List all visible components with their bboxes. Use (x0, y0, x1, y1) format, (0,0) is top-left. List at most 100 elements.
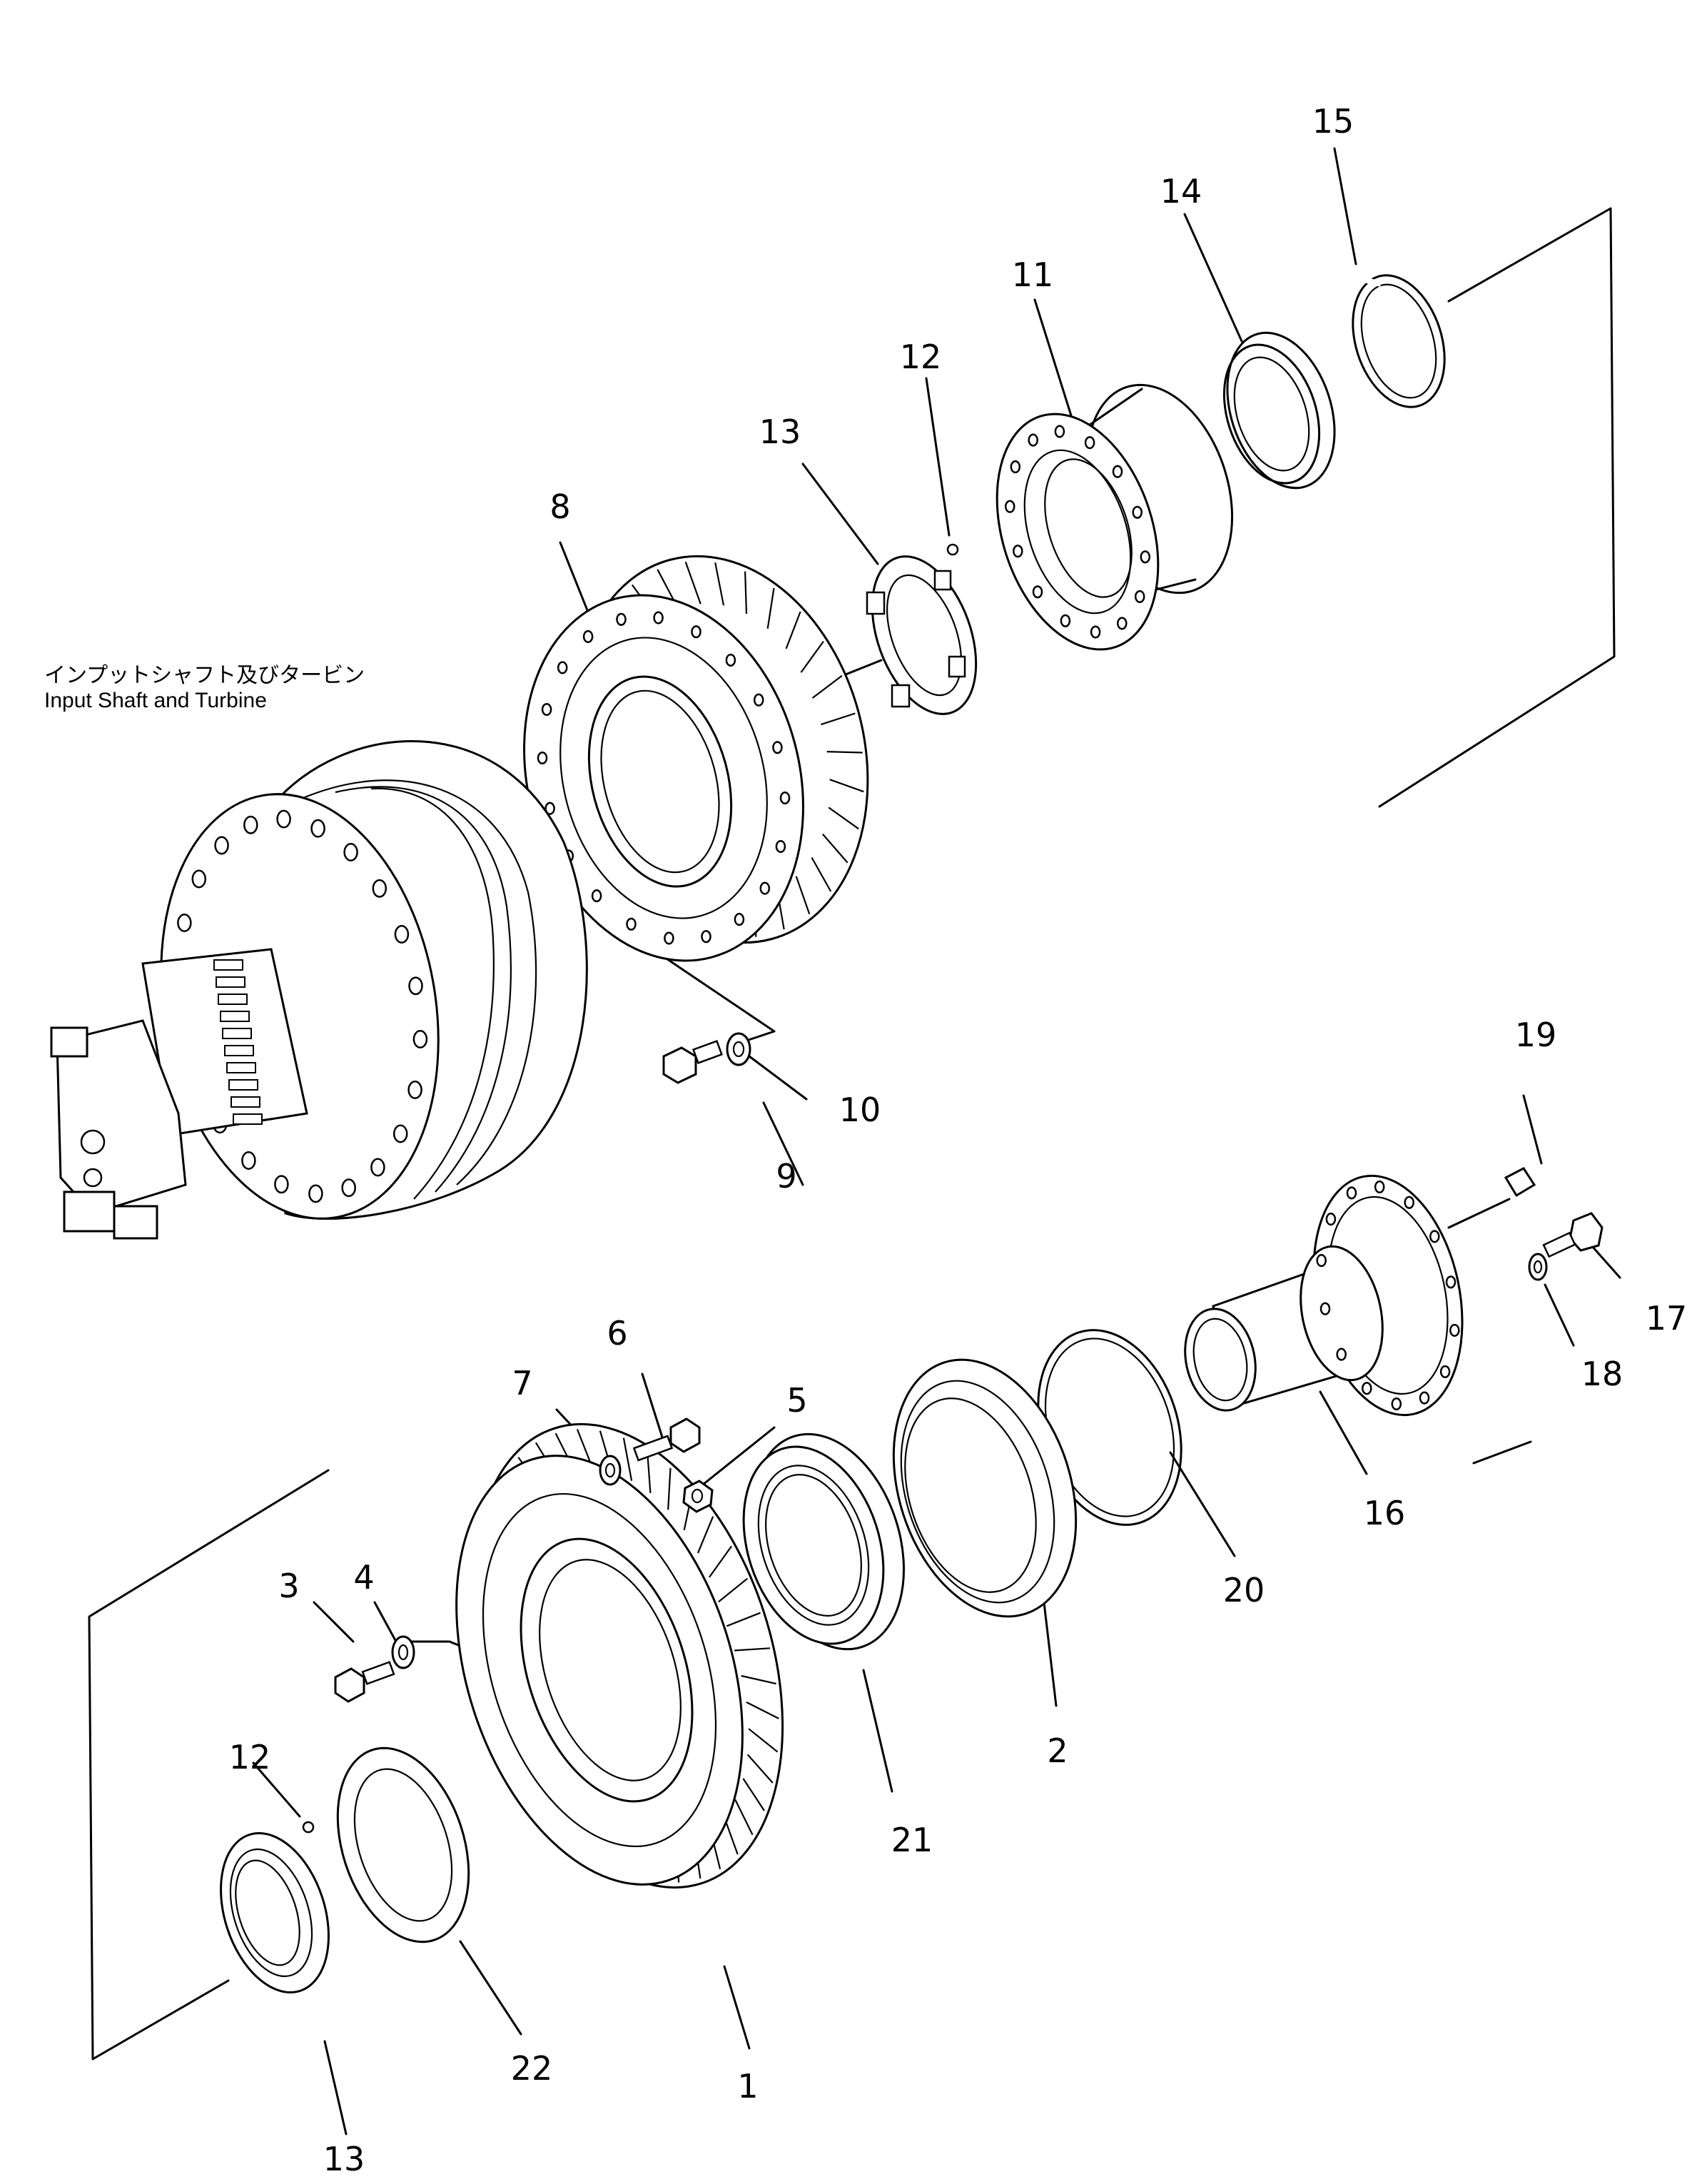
vane (714, 562, 725, 606)
callout-12-bottom: 12 (228, 1738, 271, 1776)
gear-tooth (213, 959, 243, 971)
callout-14: 14 (1160, 172, 1202, 211)
vane (742, 1778, 765, 1811)
vane (829, 779, 864, 793)
wheel-8 (523, 555, 869, 962)
bolt-hole (1374, 1180, 1385, 1194)
vane (746, 1701, 779, 1719)
vane (741, 1674, 776, 1685)
gear-tooth (216, 976, 245, 988)
pin-12-top (946, 543, 959, 556)
bolt-hole (557, 661, 568, 674)
lock-nut-13-top (866, 555, 978, 715)
vane (795, 876, 811, 914)
callout-12-top: 12 (899, 338, 942, 376)
callout-21: 21 (891, 1821, 933, 1859)
callout-1: 1 (737, 2067, 759, 2105)
callout-7: 7 (512, 1364, 533, 1402)
vane (828, 807, 859, 830)
vane (811, 674, 843, 699)
bolt-hole (1004, 500, 1015, 513)
bolt-hole (343, 843, 358, 861)
bolt-hole (341, 1178, 356, 1198)
bolt-hole (241, 1151, 256, 1170)
washer-18 (1528, 1253, 1548, 1281)
gear-tooth (218, 994, 248, 1005)
bolt-hole (1054, 425, 1065, 438)
vane (811, 856, 832, 892)
gear-tooth (226, 1062, 256, 1073)
bolt-hole (544, 802, 555, 815)
vane (785, 611, 801, 649)
vane (766, 587, 775, 629)
gear-tooth (231, 1096, 260, 1108)
vane (667, 1467, 672, 1510)
callout-20: 20 (1222, 1571, 1265, 1609)
bolt-hole (1439, 1365, 1451, 1378)
bearing-21 (742, 1432, 905, 1651)
bolt-hole (276, 809, 291, 829)
bolt-hole (370, 1158, 385, 1177)
bolt-hole (591, 889, 602, 903)
washer-10 (726, 1032, 751, 1066)
lock-nut-13-bottom (220, 1832, 330, 1993)
bolt-hole (582, 630, 594, 643)
vane (709, 1545, 732, 1578)
vane (821, 712, 856, 726)
callout-2: 2 (1047, 1731, 1068, 1770)
callout-18: 18 (1581, 1355, 1623, 1393)
bolt-hole (1404, 1195, 1414, 1209)
gear-tooth (220, 1011, 250, 1022)
bolt-hole (1346, 1186, 1357, 1200)
bolt-hole (191, 869, 207, 889)
vane (746, 1754, 774, 1784)
callout-9: 9 (776, 1157, 797, 1195)
bolt-hole (1316, 1254, 1327, 1268)
bolt-hole (1112, 465, 1123, 478)
bolt-hole (734, 913, 745, 926)
bolt-hole (214, 836, 229, 855)
bolt-hole (243, 815, 258, 834)
bolt-hole (1013, 545, 1023, 558)
bolt-hole (725, 653, 736, 667)
carrier-2 (892, 1358, 1078, 1618)
bolt-hole (1325, 1213, 1337, 1226)
bolt-hole (775, 839, 786, 854)
flange-sleeve-11 (996, 383, 1234, 651)
bolt-hole (753, 693, 764, 707)
callout-15: 15 (1312, 102, 1354, 141)
bolt-hole (408, 976, 423, 996)
callout-5: 5 (786, 1381, 808, 1420)
bolt-hole (1134, 590, 1145, 603)
bolt-hole (1084, 436, 1095, 450)
callout-11: 11 (1011, 256, 1054, 294)
pin-12-bottom (302, 1821, 315, 1834)
bolt-hole (310, 819, 325, 838)
bolt-hole (177, 914, 192, 932)
callout-17: 17 (1645, 1299, 1688, 1338)
bolt-hole (1090, 625, 1101, 639)
washer-4 (391, 1635, 415, 1669)
bolt-hole (772, 741, 783, 754)
vane (821, 833, 848, 864)
callout-22: 22 (510, 2049, 553, 2088)
bolt-3 (334, 1661, 395, 1703)
bolt-hole (1132, 505, 1143, 519)
callout-6: 6 (607, 1314, 628, 1353)
bolt-hole (1362, 1382, 1372, 1395)
vane (622, 1437, 633, 1481)
vane (696, 1516, 714, 1554)
bolt-hole (274, 1175, 289, 1194)
vane (748, 1728, 779, 1753)
bolt-hole (1391, 1397, 1402, 1411)
impeller-1 (455, 1422, 784, 1889)
bolt-hole (1445, 1275, 1457, 1289)
bolt-hole (1060, 614, 1071, 627)
bolt-hole (1419, 1391, 1430, 1405)
vane (800, 640, 824, 673)
bolt-hole (372, 879, 387, 898)
callout-13-bottom: 13 (323, 2140, 365, 2178)
caption-english: Input Shaft and Turbine (44, 688, 267, 712)
